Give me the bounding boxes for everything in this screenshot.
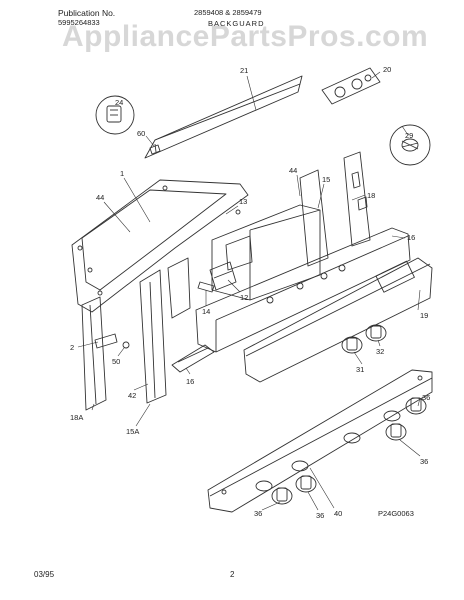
center-box-part	[211, 204, 321, 301]
switch-part	[95, 95, 135, 135]
callout-44-left: 44	[96, 193, 104, 202]
end-cap-right-part	[299, 151, 371, 267]
backguard-panel-part	[71, 179, 249, 313]
clock-timer-part	[321, 67, 381, 105]
knob-set-lower-part	[271, 397, 427, 505]
callout-16-lower: 16	[186, 377, 194, 386]
terminal-block-part	[209, 209, 241, 291]
model-numbers: 2859408 & 2859479	[194, 8, 262, 17]
callout-42: 42	[128, 391, 136, 400]
callout-16-upper: 16	[407, 233, 415, 242]
callout-18A: 18A	[70, 413, 83, 422]
knob-set-upper-part	[341, 324, 387, 354]
watermark: AppliancePartsPros.com	[62, 20, 429, 53]
callout-44-right: 44	[289, 166, 297, 175]
footer-page-number: 2	[230, 570, 235, 579]
wire-clip-part	[197, 281, 215, 293]
hinge-part	[94, 333, 130, 349]
callout-29: 29	[405, 131, 413, 140]
end-cap-left-part	[139, 257, 191, 404]
callout-labels: 21 20 24 60 29 1 44 44 15 13 18 16 12 14…	[70, 65, 430, 520]
callout-36-left: 36	[254, 509, 262, 518]
callout-2: 2	[70, 343, 74, 352]
publication-label: Publication No.	[58, 8, 116, 18]
callout-12: 12	[240, 293, 248, 302]
callout-13: 13	[239, 197, 247, 206]
callout-32: 32	[376, 347, 384, 356]
lower-rail-part	[171, 344, 215, 373]
control-panel-back-part	[195, 227, 411, 353]
callout-20: 20	[383, 65, 391, 74]
drawing-reference: P24G0063	[378, 509, 414, 518]
publication-number: 5995264833	[58, 18, 100, 27]
top-trim-part	[144, 75, 303, 159]
clip-part	[149, 143, 161, 155]
leader-lines	[77, 71, 421, 511]
control-panel-overlay-part	[243, 257, 433, 383]
callout-15A: 15A	[126, 427, 139, 436]
callout-31: 31	[356, 365, 364, 374]
callout-15: 15	[322, 175, 330, 184]
callout-36-right-lower: 36	[420, 457, 428, 466]
footer-date: 03/95	[34, 570, 55, 579]
callout-36-right-upper: 36	[422, 393, 430, 402]
callout-14: 14	[202, 307, 210, 316]
knob-insert-part	[389, 124, 431, 166]
callout-21: 21	[240, 66, 248, 75]
callout-36-middle: 36	[316, 511, 324, 520]
callout-60: 60	[137, 129, 145, 138]
callout-19: 19	[420, 311, 428, 320]
bracket-left-part	[81, 296, 107, 411]
callout-24: 24	[115, 98, 123, 107]
callout-18: 18	[367, 191, 375, 200]
callout-40: 40	[334, 509, 342, 518]
section-title: BACKGUARD	[208, 19, 265, 28]
callout-50: 50	[112, 357, 120, 366]
callout-1: 1	[120, 169, 124, 178]
front-control-panel-part	[207, 369, 433, 513]
